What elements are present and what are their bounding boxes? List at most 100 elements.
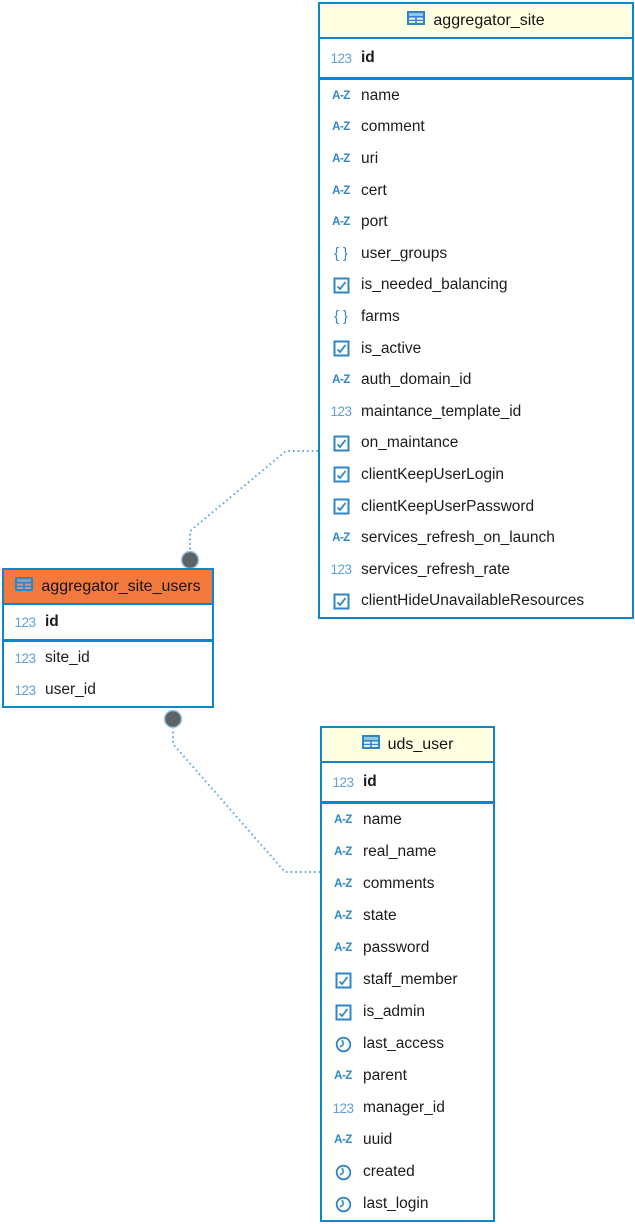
numeric-type-icon: 123 <box>330 404 352 420</box>
column-name: created <box>363 1163 415 1180</box>
column-name: comment <box>361 118 425 136</box>
table-header[interactable]: uds_user <box>322 728 493 763</box>
string-type-icon: A-Z <box>334 910 352 922</box>
numeric-type-icon: 123 <box>332 774 354 790</box>
column-row-id[interactable]: 123 id <box>322 763 493 801</box>
column-row-maintance_template_id[interactable]: 123 maintance_template_id <box>320 396 632 428</box>
column-row-last_access[interactable]: last_access <box>322 1028 493 1060</box>
column-row-last_login[interactable]: last_login <box>322 1188 493 1220</box>
table-icon-svg <box>361 735 380 749</box>
checkbox-icon <box>330 1004 356 1021</box>
string-type-icon: A-Z <box>332 216 350 229</box>
string-type-icon: A-Z <box>334 1070 352 1082</box>
column-name: password <box>363 939 430 956</box>
checkbox-icon-svg <box>335 1004 351 1020</box>
column-name: id <box>363 773 377 790</box>
checkbox-icon <box>328 593 354 610</box>
relationship-line-site-users-to-user[interactable] <box>172 727 320 873</box>
clock-icon-svg <box>335 1164 351 1180</box>
checkbox-icon-svg <box>333 435 349 452</box>
column-name: uri <box>361 149 379 167</box>
column-name: is_admin <box>363 1003 426 1020</box>
string-type-icon: A-Z <box>332 152 350 165</box>
column-name: port <box>361 213 388 231</box>
table-header[interactable]: aggregator_site <box>320 4 632 39</box>
column-row-is_needed_balancing[interactable]: is_needed_balancing <box>320 270 632 302</box>
column-name: is_needed_balancing <box>361 276 508 294</box>
column-row-created[interactable]: created <box>322 1156 493 1188</box>
column-row-staff_member[interactable]: staff_member <box>322 964 493 996</box>
relationship-endpoint-dot-top[interactable] <box>180 550 200 570</box>
column-name: comments <box>363 875 435 892</box>
column-name: name <box>363 811 402 828</box>
column-name: id <box>361 49 375 66</box>
relationship-endpoint-dot-bottom[interactable] <box>163 709 183 729</box>
column-row-clientKeepUserLogin[interactable]: clientKeepUserLogin <box>320 459 632 491</box>
table-header[interactable]: aggregator_site_users <box>4 570 212 605</box>
column-name: staff_member <box>363 971 458 988</box>
table-icon <box>407 11 426 30</box>
checkbox-icon <box>330 972 356 989</box>
numeric-type-icon: 123 <box>330 50 352 66</box>
column-name: clientHideUnavailableResources <box>361 592 585 610</box>
column-row-clientKeepUserPassword[interactable]: clientKeepUserPassword <box>320 491 632 523</box>
checkbox-icon-svg <box>335 972 351 988</box>
table-title: uds_user <box>387 735 454 753</box>
table-icon <box>361 735 380 754</box>
column-name: maintance_template_id <box>361 402 522 420</box>
clock-icon-svg <box>335 1196 351 1212</box>
column-row-id[interactable]: 123 id <box>320 39 632 77</box>
string-type-icon: A-Z <box>334 814 352 826</box>
column-name: user_groups <box>361 244 448 262</box>
object-type-icon: { } <box>334 308 348 325</box>
clock-icon <box>330 1036 356 1053</box>
string-type-icon: A-Z <box>334 846 352 858</box>
object-type-icon: { } <box>334 245 348 262</box>
column-row-is_active[interactable]: is_active <box>320 333 632 365</box>
column-row-clientHideUnavailableResources[interactable]: clientHideUnavailableResources <box>320 586 632 618</box>
column-row-is_admin[interactable]: is_admin <box>322 996 493 1028</box>
column-name: clientKeepUserLogin <box>361 465 505 483</box>
primary-key-section: 123 id <box>322 763 493 804</box>
relationship-line-site-users-to-site[interactable] <box>189 450 318 552</box>
column-name: parent <box>363 1067 407 1084</box>
string-type-icon: A-Z <box>332 184 350 197</box>
numeric-type-icon: 123 <box>14 614 36 630</box>
column-row-user_groups[interactable]: { } user_groups <box>320 238 632 270</box>
column-row-parent[interactable]: A-Z parent <box>322 1060 493 1092</box>
column-row-on_maintance[interactable]: on_maintance <box>320 428 632 460</box>
table-icon-svg <box>407 11 426 25</box>
column-name: manager_id <box>363 1099 445 1116</box>
column-name: user_id <box>45 681 96 698</box>
numeric-type-icon: 123 <box>14 650 36 666</box>
column-row-port[interactable]: A-Z port <box>320 206 632 238</box>
checkbox-icon-svg <box>333 498 349 515</box>
column-name: name <box>361 86 400 104</box>
checkbox-icon-svg <box>333 277 349 294</box>
checkbox-icon <box>328 277 354 294</box>
column-row-farms[interactable]: { }farms <box>320 301 632 333</box>
column-row-uri[interactable]: A-Z uri <box>320 143 632 175</box>
column-row-name[interactable]: A-Z name <box>322 804 493 836</box>
